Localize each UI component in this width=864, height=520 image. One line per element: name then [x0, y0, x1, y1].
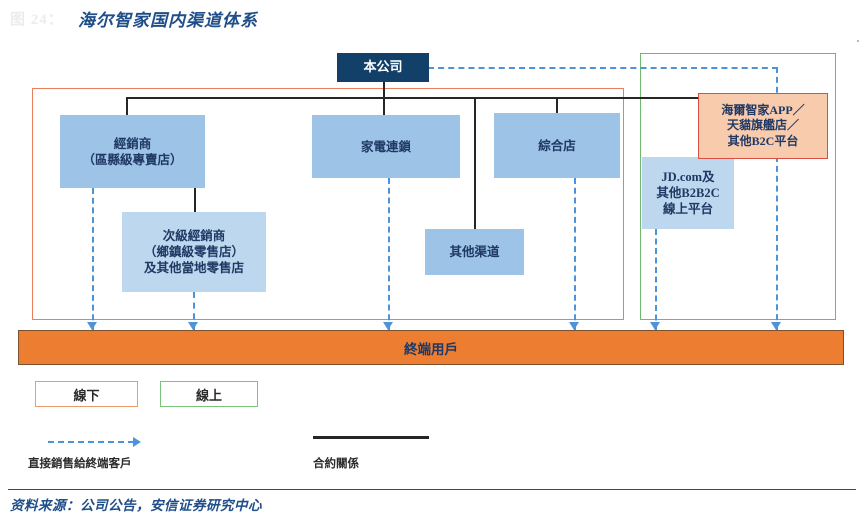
connector-distributor-to-subdistributor [194, 188, 197, 213]
corner-mark [857, 40, 859, 42]
dashed-right-down-to-users [776, 67, 778, 330]
node-other-channel[interactable]: 其他渠道 [425, 229, 524, 275]
dashed-subdistributor-to-users [193, 292, 195, 330]
dashed-arrow-users-distributor [87, 322, 97, 330]
key-solid-line [313, 436, 429, 439]
dashed-appliance-chain-to-users [388, 178, 390, 330]
offline-channel-frame [32, 88, 624, 320]
key-direct-sales-label: 直接銷售給終端客戶 [28, 458, 132, 470]
node-end-users[interactable]: 終端用戶 [18, 330, 844, 365]
node-sub-distributor[interactable]: 次級經銷商 （鄉鎮級零售店） 及其他當地零售店 [122, 212, 266, 292]
legend-online[interactable]: 線上 [160, 381, 258, 407]
dashed-arrow-users-subdistributor [188, 322, 198, 330]
dashed-distributor-to-users [92, 188, 94, 330]
dashed-arrow-users-general-store [569, 322, 579, 330]
key-dashed-arrowhead [133, 437, 141, 447]
node-b2b2c-platform[interactable]: JD.com及 其他B2B2C 線上平台 [642, 157, 734, 229]
node-company[interactable]: 本公司 [337, 53, 429, 82]
figure-title: 海尔智家国内渠道体系 [78, 11, 258, 30]
connector-bus-to-other-channel [474, 97, 477, 230]
dashed-arrow-users-b2b2c [650, 322, 660, 330]
connector-bus-to-general-store [556, 97, 559, 115]
connector-bus-to-appliance-chain [383, 97, 386, 115]
dashed-b2b2c-to-users [655, 229, 657, 330]
footer-source: 资料来源：公司公告，安信证券研究中心 [10, 498, 262, 513]
connector-bus-to-distributor [126, 97, 129, 117]
key-contract-label: 合約關係 [313, 458, 359, 470]
figure-number: 图 24： [10, 12, 64, 28]
legend-offline[interactable]: 線下 [35, 381, 138, 407]
dashed-arrow-users-right [771, 322, 781, 330]
footer-divider [8, 489, 856, 491]
dashed-general-store-to-users [574, 178, 576, 330]
dashed-arrow-users-appliance-chain [383, 322, 393, 330]
connector-main-bus [126, 97, 646, 100]
node-distributor[interactable]: 經銷商 （區縣級專賣店） [60, 115, 205, 188]
key-dashed-line [48, 441, 134, 443]
node-b2c-platform[interactable]: 海爾智家APP／ 天貓旗艦店／ 其他B2C平台 [698, 93, 828, 159]
dashed-company-to-right [428, 67, 778, 69]
node-appliance-chain[interactable]: 家電連鎖 [312, 115, 460, 178]
online-channel-frame [640, 53, 836, 320]
connector-bus-to-b2b2c-horizontal [644, 97, 704, 100]
node-general-store[interactable]: 綜合店 [494, 113, 620, 178]
